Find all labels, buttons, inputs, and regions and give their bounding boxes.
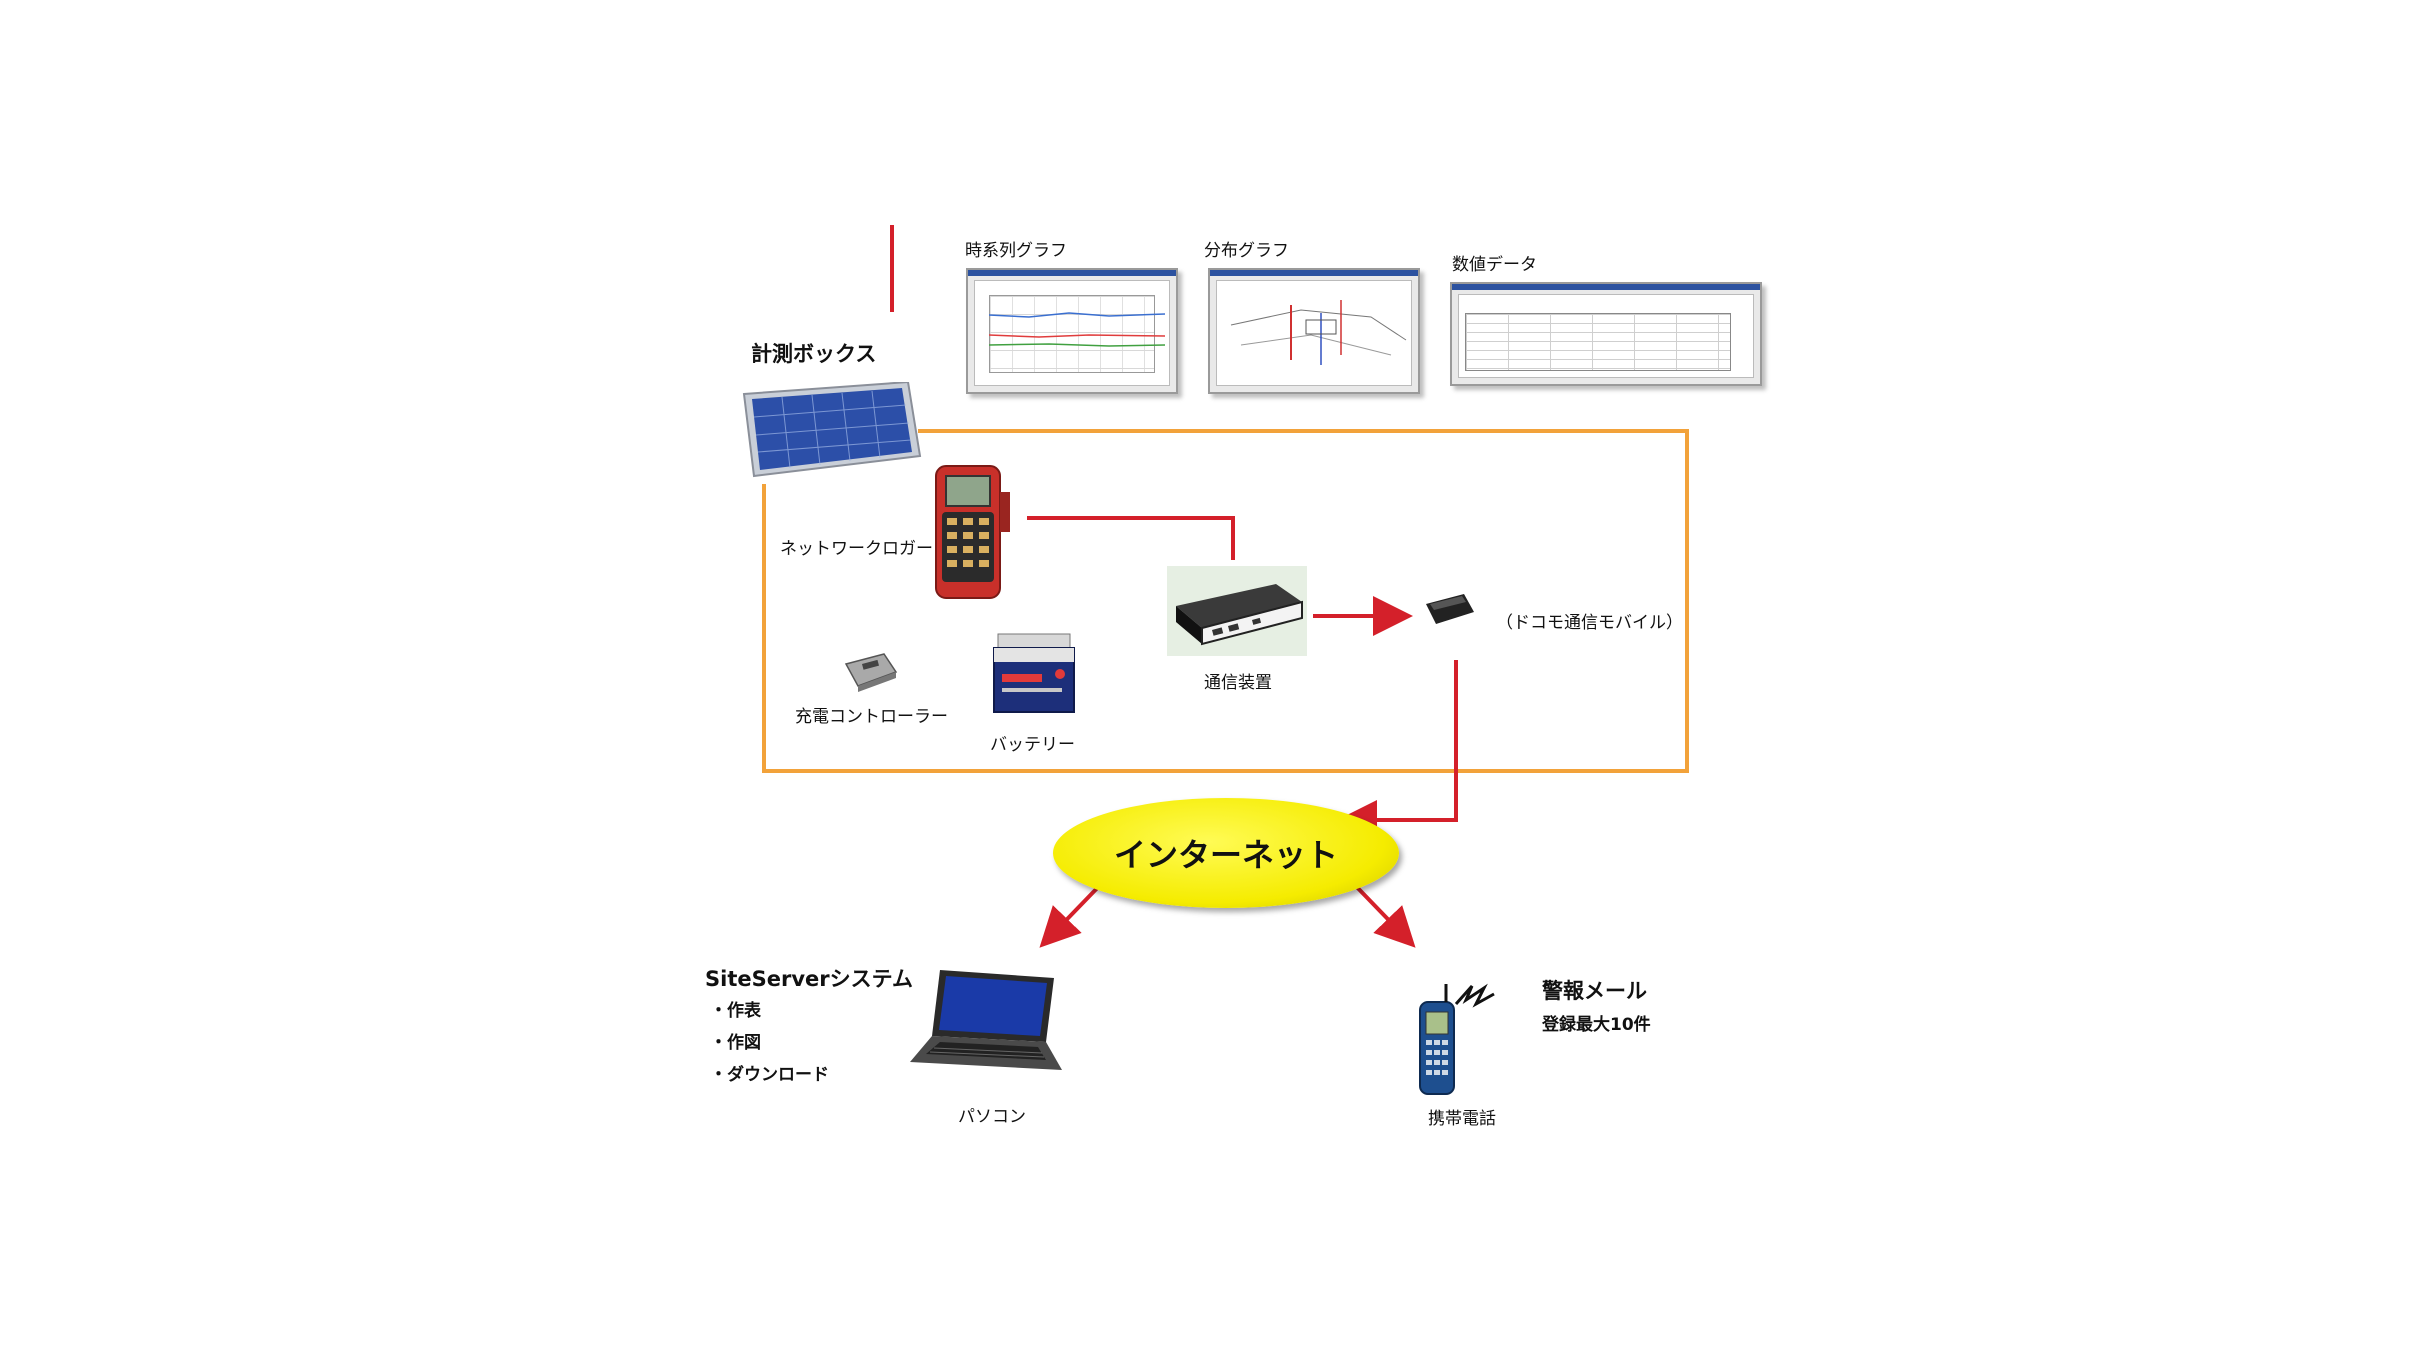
- distribution-graph-label: 分布グラフ: [1204, 241, 1289, 261]
- solar-panel-icon: [742, 382, 922, 478]
- internet-label: インターネット: [1113, 836, 1338, 874]
- comm-device-icon: [1176, 584, 1303, 646]
- internet-to-pc-arrow: [1039, 878, 1107, 948]
- timeseries-graph-thumbnail: [966, 268, 1178, 394]
- siteserver-item-charts: ・作図: [710, 1033, 761, 1053]
- numeric-data-label: 数値データ: [1452, 255, 1537, 275]
- numeric-data-thumbnail: [1450, 282, 1762, 386]
- charge-controller-icon: [844, 653, 898, 692]
- distribution-graph-thumbnail: [1208, 268, 1420, 394]
- logger-device-icon: [935, 465, 1010, 599]
- battery-icon: [993, 633, 1075, 713]
- measurement-box-label: 計測ボックス: [751, 342, 877, 366]
- measurement-box-enclosure: [762, 429, 1689, 773]
- siteserver-item-download: ・ダウンロード: [710, 1065, 829, 1085]
- logger-to-comm-line: [1027, 516, 1235, 560]
- siteserver-item-tables: ・作表: [710, 1001, 761, 1021]
- laptop-icon: [910, 970, 1062, 1070]
- timeseries-graph-label: 時系列グラフ: [965, 241, 1067, 261]
- battery-label: バッテリー: [990, 735, 1075, 755]
- mobile-modem-icon: [1426, 594, 1474, 624]
- internet-to-phone-arrow: [1348, 878, 1416, 948]
- alert-mail-title: 警報メール: [1542, 979, 1647, 1003]
- mobile-phone-label: 携帯電話: [1428, 1109, 1496, 1129]
- mobile-to-internet-arrow: [1337, 660, 1458, 840]
- alert-register-limit: 登録最大10件: [1542, 1015, 1651, 1035]
- cell-phone-icon: [1419, 983, 1495, 1095]
- pc-label: パソコン: [958, 1107, 1026, 1127]
- timeseries-lines: [989, 312, 1165, 347]
- distribution-drawing: [1230, 300, 1407, 365]
- charge-controller-label: 充電コントローラー: [795, 707, 948, 727]
- siteserver-title: SiteServerシステム: [705, 967, 913, 991]
- docomo-mobile-label: （ドコモ通信モバイル）: [1496, 613, 1683, 633]
- internet-cloud: インターネット: [1053, 798, 1399, 908]
- comm-device-label: 通信装置: [1204, 673, 1272, 693]
- network-logger-label: ネットワークロガー: [780, 539, 933, 559]
